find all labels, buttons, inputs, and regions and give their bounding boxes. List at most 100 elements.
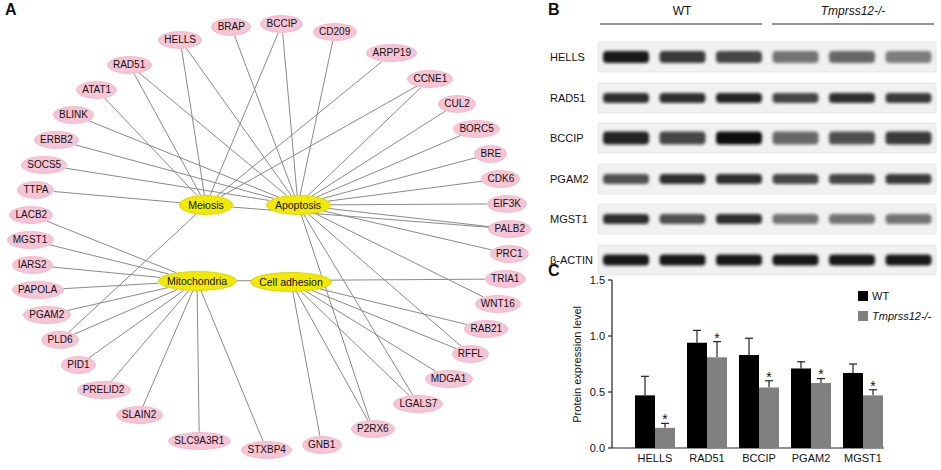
group-header: Tmprss12-/-: [821, 5, 886, 19]
gene-node: GNB1: [302, 436, 342, 454]
gene-ellipse: [302, 437, 341, 454]
gene-node: LGALS7: [393, 395, 443, 413]
gene-node: RFFL: [452, 345, 489, 363]
blot-band: [660, 174, 706, 184]
network-edge: [283, 33, 297, 195]
category-label: HELLS: [638, 452, 673, 465]
gene-node: MDGA1: [425, 370, 473, 388]
gene-ellipse: [488, 195, 527, 212]
blot-band: [773, 93, 819, 103]
blot-strip: [598, 204, 936, 234]
significance-mark: *: [818, 366, 823, 382]
significance-mark: *: [662, 411, 667, 427]
gene-label: BRAP: [211, 18, 251, 36]
category-label: RAD51: [689, 452, 724, 465]
error-bar: [800, 362, 801, 369]
gene-label: CD209: [313, 23, 357, 41]
gene-ellipse: [12, 257, 52, 274]
gene-node: ERBB2: [34, 131, 79, 149]
gene-node: ATAT1: [76, 81, 117, 99]
protein-name: RAD51: [550, 92, 585, 105]
blot-strip: [598, 83, 936, 113]
category-node: Cell adhesion: [250, 272, 332, 292]
gene-ellipse: [408, 70, 453, 87]
gene-label: ATAT1: [76, 81, 117, 99]
protein-name: PGAM2: [550, 173, 589, 186]
category-label: MGST1: [844, 452, 882, 465]
gene-ellipse: [489, 220, 531, 237]
blot-band: [829, 51, 875, 63]
category-label: Cell adhesion: [250, 272, 332, 292]
gene-ellipse: [313, 23, 356, 40]
gene-ellipse: [394, 396, 443, 413]
blot-strip: [598, 245, 936, 275]
error-bar: [696, 330, 697, 342]
gene-node: BCCIP: [260, 15, 303, 33]
category-label: PGAM2: [792, 452, 831, 465]
gene-ellipse: [485, 271, 525, 288]
network-edge: [330, 203, 487, 205]
gene-label: MGST1: [7, 231, 54, 249]
gene-node: CUL2: [438, 95, 476, 113]
gene-label: ERBB2: [34, 131, 79, 149]
blot-band: [716, 132, 762, 145]
network-edge: [63, 283, 158, 288]
blot-band: [603, 93, 649, 103]
bar: [863, 395, 883, 448]
network-edge: [186, 48, 291, 195]
gene-ellipse: [439, 95, 476, 112]
axis-tick: [608, 391, 612, 392]
blot-band: [886, 132, 932, 145]
bar: [739, 355, 759, 448]
gene-label: MDGA1: [425, 370, 473, 388]
gene-node: EIF3K: [487, 195, 527, 213]
gene-ellipse: [261, 16, 303, 33]
blot-band: [886, 214, 932, 224]
gene-label: CDK6: [481, 170, 520, 188]
bar: [811, 383, 831, 448]
blot-band: [829, 132, 875, 145]
error-cap: [797, 361, 805, 362]
network-edge: [320, 289, 467, 325]
error-cap: [745, 338, 753, 339]
blot-band: [716, 51, 762, 63]
category-label: Meiosis: [179, 195, 233, 215]
network-edge: [134, 73, 201, 195]
network-edge: [221, 86, 417, 197]
blot-band: [660, 255, 706, 266]
bar: [791, 368, 811, 448]
gene-ellipse: [12, 282, 63, 299]
tick-label: 1.5: [590, 274, 605, 287]
gene-label: WNT16: [475, 295, 521, 313]
category-node: Apoptosis: [266, 195, 331, 215]
gene-node: CD209: [313, 23, 357, 41]
gene-node: BORC5: [453, 120, 500, 138]
blot-band: [886, 51, 932, 63]
gene-label: PID1: [61, 356, 96, 374]
significance-mark: *: [714, 330, 719, 346]
gene-label: HELLS: [158, 31, 202, 49]
significance-mark: *: [766, 369, 771, 385]
network-edge: [297, 292, 368, 421]
gene-node: PID1: [61, 356, 96, 374]
gene-ellipse: [61, 357, 95, 374]
blot-strip: [598, 123, 936, 153]
gene-ellipse: [116, 407, 162, 424]
significance-mark: *: [870, 378, 875, 394]
tick-label: 0.5: [590, 386, 605, 399]
protein-name: HELLS: [550, 51, 585, 64]
blot-band: [886, 174, 932, 184]
network-edge: [328, 181, 482, 201]
error-bar: [644, 376, 645, 395]
blot-band: [603, 214, 649, 224]
bar: [687, 343, 707, 448]
gene-ellipse: [367, 45, 417, 62]
blot-band: [773, 255, 819, 266]
blot-band: [603, 174, 649, 184]
blot-band: [660, 132, 706, 145]
legend-text: Tmprss12-/-: [872, 310, 931, 323]
gene-label: EIF3K: [487, 195, 527, 213]
gene-node: BRAP: [211, 18, 251, 36]
blot-band: [886, 255, 932, 266]
gene-label: GNB1: [302, 436, 342, 454]
